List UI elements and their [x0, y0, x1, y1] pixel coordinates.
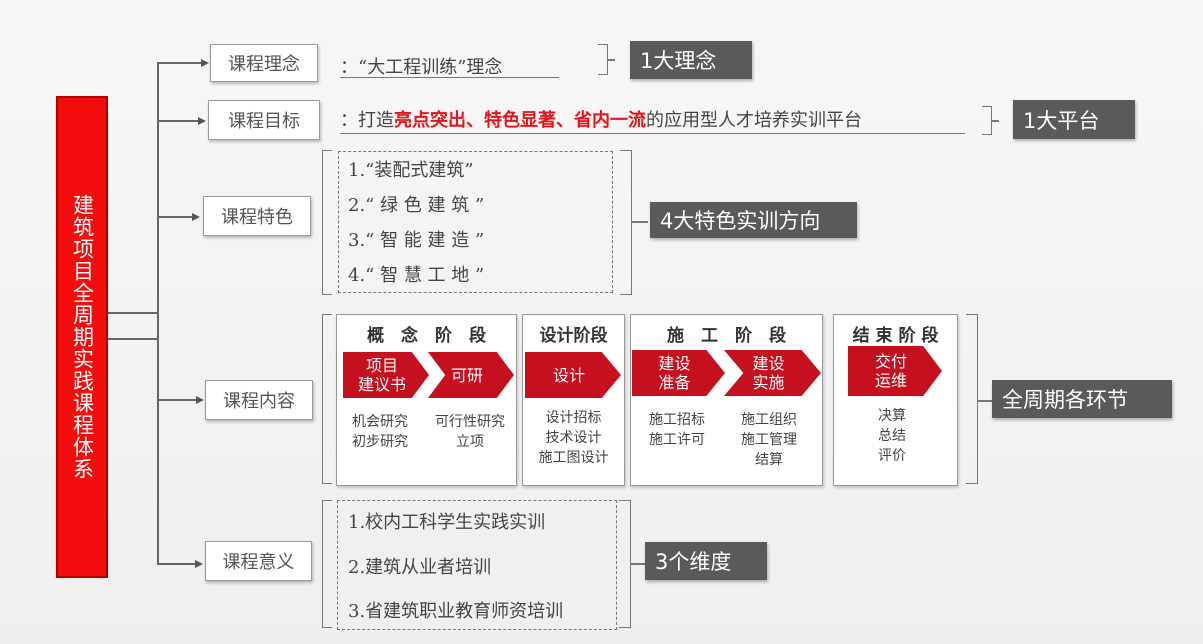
- stage-concept-title: 概 念 阶 段: [367, 326, 486, 346]
- stage-construction: 施 工 阶 段: [630, 314, 823, 486]
- root-node: 建筑项目全周期实践课程体系: [56, 96, 108, 578]
- branch-goal: 课程目标: [208, 100, 320, 140]
- significance-item-3: 3.省建筑职业教育师资培训: [348, 601, 564, 622]
- goal-desc-highlight: 亮点突出、特色显著、省内一流: [394, 110, 646, 131]
- stage-design-title: 设计阶段: [539, 326, 608, 346]
- sub-design: 设计招标 技术设计 施工图设计: [538, 410, 609, 466]
- arrow-branch-3: [192, 213, 200, 221]
- chevron-delivery-text: 交付 运维: [874, 352, 907, 390]
- concept-desc: ：“大工程训练”理念: [340, 57, 503, 78]
- feature-item-2: 2.“ 绿 色 建 筑 ”: [348, 195, 485, 216]
- connector-branch-5: [157, 563, 196, 565]
- chevron-design-text: 设计: [552, 365, 585, 385]
- chevron-construction-prep: 建设 准备: [632, 350, 725, 396]
- connector-root-h2: [108, 338, 158, 340]
- sub-delivery: 决算 总结 评价: [878, 408, 906, 464]
- branch-concept-label: 课程理念: [228, 54, 300, 75]
- feature-item-4: 4.“ 智 慧 工 地 ”: [348, 265, 485, 286]
- significance-left-bracket: [322, 500, 332, 628]
- connector-branch-1: [157, 62, 202, 64]
- tag-significance-text: 3个维度: [655, 550, 732, 574]
- arrow-branch-2: [198, 117, 206, 125]
- significance-brace-tip: [631, 563, 645, 565]
- goal-underline: [340, 133, 965, 134]
- tag-content-text: 全周期各环节: [1002, 388, 1128, 412]
- chevron-construction-prep-text: 建设 准备: [658, 354, 691, 392]
- root-title: 建筑项目全周期实践课程体系: [70, 194, 95, 480]
- branch-significance: 课程意义: [205, 541, 312, 581]
- tag-feature-text: 4大特色实训方向: [660, 209, 821, 233]
- connector-branch-2: [157, 120, 199, 122]
- chevron-design: 设计: [525, 352, 621, 398]
- tag-concept-text: 1大理念: [640, 49, 717, 73]
- branch-concept: 课程理念: [210, 44, 318, 82]
- chevron-construction-impl-text: 建设 实施: [752, 354, 785, 392]
- stage-design: 设计阶段: [522, 314, 625, 486]
- arrow-branch-1: [201, 59, 209, 67]
- tag-significance: 3个维度: [645, 542, 767, 580]
- content-brace: [966, 314, 978, 484]
- content-brace-tip: [978, 400, 992, 402]
- feature-list-box: [338, 151, 613, 293]
- significance-brace: [619, 500, 631, 628]
- feature-brace: [620, 150, 632, 295]
- chevron-feasibility-text: 可研: [450, 365, 483, 385]
- connector-branch-3: [157, 216, 193, 218]
- stage-construction-title: 施 工 阶 段: [667, 326, 786, 346]
- tag-goal-text: 1大平台: [1023, 108, 1100, 133]
- chevron-delivery: 交付 运维: [848, 346, 942, 396]
- feature-left-bracket: [322, 150, 332, 295]
- goal-desc-pre: ：打造: [340, 110, 394, 131]
- feature-item-1: 1.“装配式建筑”: [348, 160, 474, 181]
- arrow-branch-5: [195, 560, 203, 568]
- goal-brace-tip: [991, 120, 999, 122]
- content-left-bracket: [322, 314, 332, 484]
- chevron-project-proposal-text: 项目 建议书: [357, 356, 406, 394]
- branch-significance-label: 课程意义: [222, 552, 295, 573]
- branch-feature-label: 课程特色: [221, 207, 293, 228]
- concept-underline: [340, 77, 559, 78]
- significance-item-1: 1.校内工科学生实践实训: [348, 512, 546, 533]
- stage-closing: 结 束 阶 段: [833, 314, 958, 486]
- stage-concept: 概 念 阶 段: [336, 314, 517, 486]
- tag-feature: 4大特色实训方向: [650, 202, 857, 238]
- connector-trunk: [157, 62, 159, 564]
- significance-item-2: 2.建筑从业者培训: [348, 557, 492, 578]
- feature-brace-tip: [632, 221, 648, 223]
- branch-content-label: 课程内容: [223, 391, 295, 412]
- tag-goal: 1大平台: [1013, 100, 1135, 139]
- concept-brace-tip: [607, 59, 615, 61]
- feature-item-3: 3.“ 智 能 建 造 ”: [348, 230, 485, 251]
- goal-desc: ：打造亮点突出、特色显著、省内一流的应用型人才培养实训平台: [340, 106, 862, 132]
- chevron-project-proposal: 项目 建议书: [343, 352, 429, 398]
- goal-desc-post: 的应用型人才培养实训平台: [646, 110, 862, 131]
- connector-branch-4: [157, 399, 197, 401]
- connector-root-h: [108, 312, 158, 314]
- branch-feature: 课程特色: [203, 196, 311, 236]
- significance-list-box: [337, 500, 617, 630]
- sub-project-proposal: 机会研究 初步研究: [352, 414, 408, 450]
- branch-goal-label: 课程目标: [228, 111, 300, 132]
- sub-feasibility: 可行性研究 立项: [435, 414, 505, 450]
- branch-content: 课程内容: [205, 380, 313, 420]
- tag-content: 全周期各环节: [992, 380, 1172, 418]
- arrow-branch-4: [196, 396, 204, 404]
- sub-construction-impl: 施工组织 施工管理 结算: [741, 412, 797, 468]
- tag-concept: 1大理念: [630, 41, 752, 79]
- sub-construction-prep: 施工招标 施工许可: [649, 412, 705, 448]
- stage-closing-title: 结 束 阶 段: [852, 326, 939, 346]
